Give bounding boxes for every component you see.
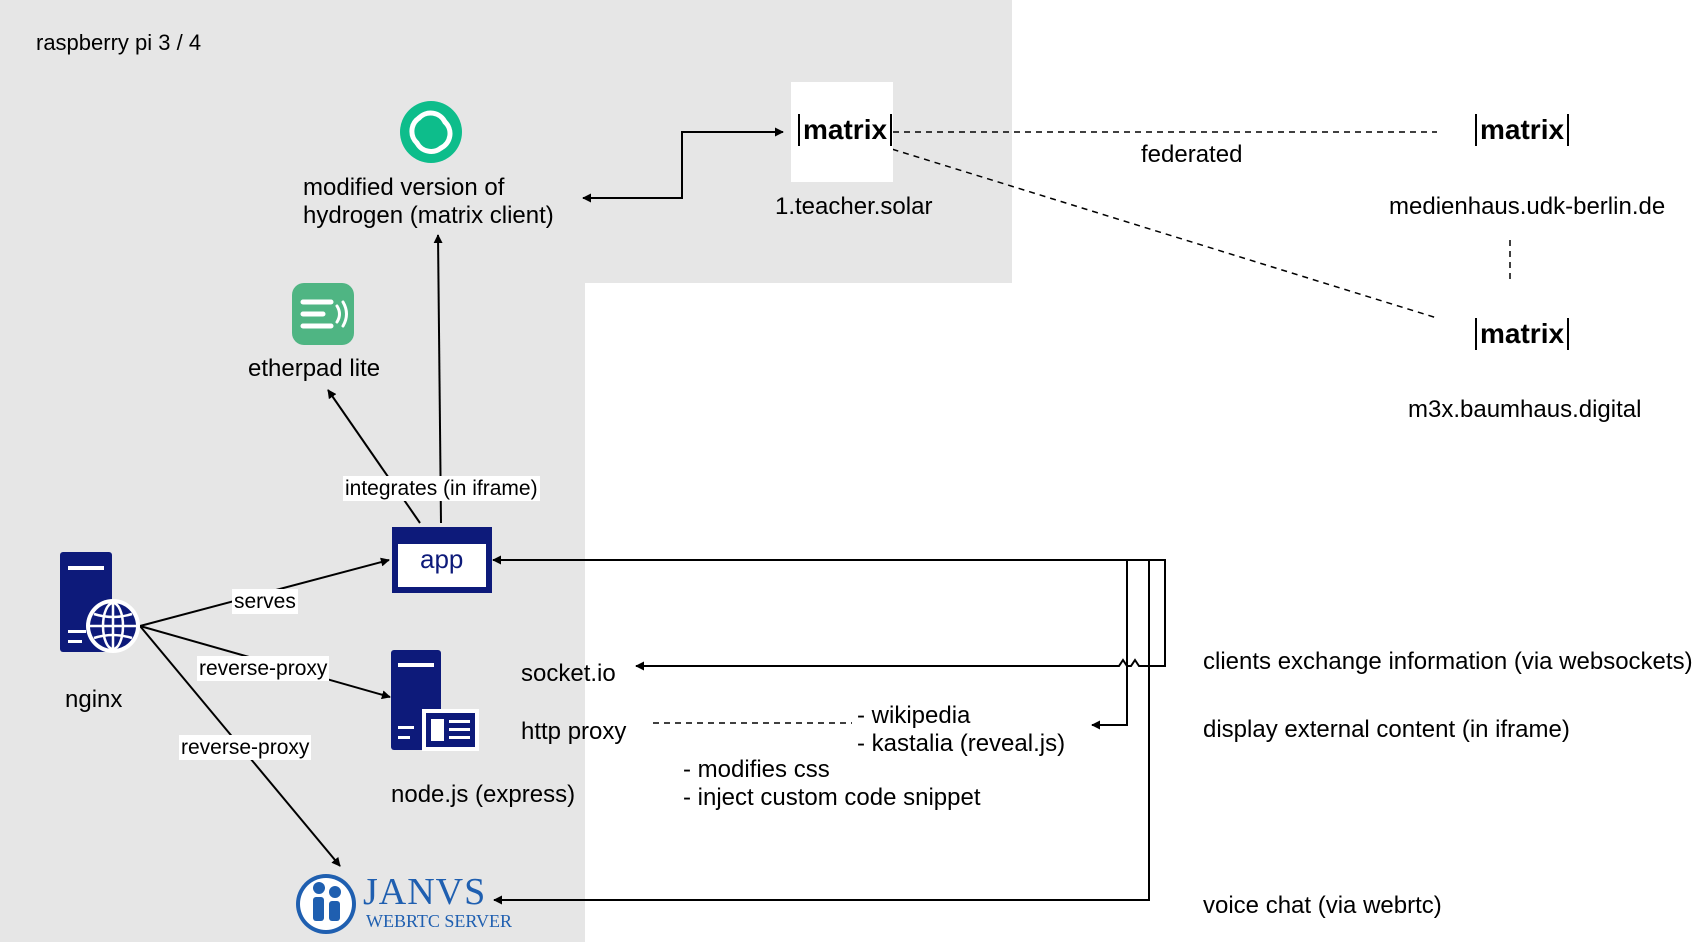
- edge-hydrogen-matrix: [582, 127, 784, 203]
- http-proxy-label: http proxy: [521, 718, 627, 745]
- web-server-icon: [60, 552, 140, 653]
- reverse-proxy-label-2: reverse-proxy: [179, 735, 312, 761]
- janus-logo-subtitle: WEBRTC SERVER: [366, 911, 512, 931]
- raspberry-pi-container: [0, 0, 1012, 942]
- matrix-m3x-label: m3x.baumhaus.digital: [1408, 396, 1642, 423]
- hydrogen-label-line2: hydrogen (matrix client): [303, 202, 554, 229]
- serves-label: serves: [232, 589, 298, 615]
- note-modifies-css: - modifies css: [683, 756, 830, 783]
- matrix-teacher-logo-box: [791, 82, 893, 182]
- matrix-teacher-label: 1.teacher.solar: [775, 193, 933, 220]
- nodejs-label: node.js (express): [391, 781, 576, 808]
- edge-bus-app: [492, 555, 1166, 658]
- janus-logo-icon: [296, 874, 356, 934]
- federated-label: federated: [1141, 141, 1243, 168]
- matrix-teacher-logo: matrix: [798, 114, 893, 147]
- edge-app-hydrogen: [433, 234, 443, 524]
- edge-bus-socketio: [635, 658, 1166, 671]
- nginx-label: nginx: [65, 686, 123, 713]
- matrix-medienhaus-logo: matrix: [1475, 114, 1570, 147]
- app-window: [392, 527, 492, 593]
- container-label: raspberry pi 3 / 4: [36, 30, 202, 55]
- socketio-label: socket.io: [521, 660, 616, 687]
- element-icon: [400, 101, 462, 163]
- note-voice-chat: voice chat (via webrtc): [1203, 892, 1442, 919]
- etherpad-icon: [292, 283, 354, 345]
- etherpad-label: etherpad lite: [248, 355, 381, 382]
- matrix-medienhaus-label: medienhaus.udk-berlin.de: [1389, 193, 1666, 220]
- note-wikipedia: - wikipedia: [857, 702, 971, 729]
- note-inject: - inject custom code snippet: [683, 784, 981, 811]
- edge-bus-janus: [493, 560, 1150, 905]
- edge-bus-proxy: [1091, 560, 1128, 730]
- matrix-m3x-logo: matrix: [1475, 318, 1570, 351]
- note-clients-exchange: clients exchange information (via websoc…: [1203, 648, 1693, 675]
- reverse-proxy-label-1: reverse-proxy: [197, 656, 330, 682]
- note-kastalia: - kastalia (reveal.js): [857, 730, 1066, 757]
- app-label: app: [420, 544, 464, 574]
- hydrogen-label-line1: modified version of: [303, 174, 505, 201]
- server-icon: [391, 650, 479, 751]
- integrates-label: integrates (in iframe): [343, 476, 540, 502]
- janus-logo-title: JANVS: [363, 871, 487, 913]
- note-display-external: display external content (in iframe): [1203, 716, 1570, 743]
- edge-federated-m3x: [881, 145, 1438, 319]
